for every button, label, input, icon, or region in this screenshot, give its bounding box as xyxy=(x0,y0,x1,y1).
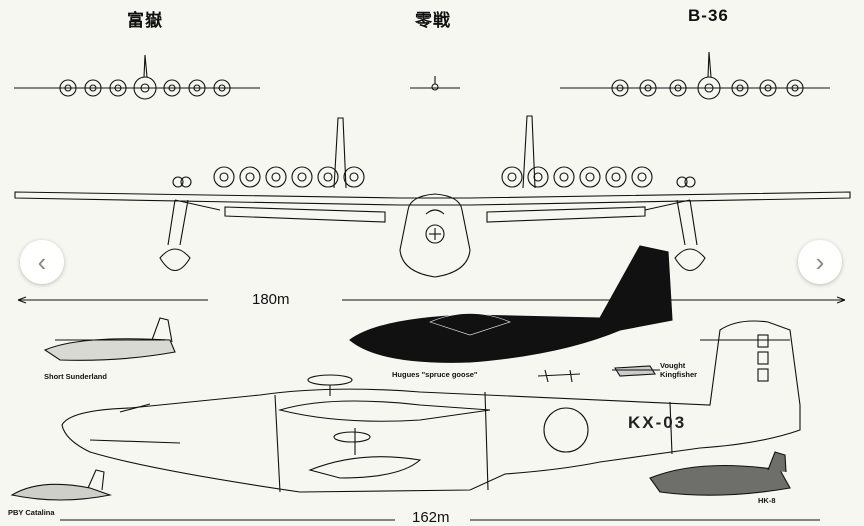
hk8-sketch xyxy=(649,451,791,496)
vought-kingfisher-sketch xyxy=(612,365,660,377)
chevron-right-icon: › xyxy=(815,246,825,277)
next-slide-button[interactable]: › xyxy=(798,240,842,284)
wingspan-label: 180m xyxy=(252,291,290,308)
short-sunderland-sketch xyxy=(43,317,176,361)
spruce-goose-silhouette xyxy=(349,245,673,363)
hull-code-label: KX-03 xyxy=(628,413,687,432)
vought-caption-line2: Kingfisher xyxy=(660,370,698,379)
giant-flying-boat-front-view xyxy=(14,115,851,278)
vought-caption-line1: Vought xyxy=(660,361,686,370)
fugaku-header: 富嶽 xyxy=(127,11,163,30)
hk8-caption: HK-8 xyxy=(758,496,776,505)
b36-front-view xyxy=(560,51,830,100)
zero-header: 零戦 xyxy=(415,11,451,30)
chevron-left-icon: ‹ xyxy=(37,246,47,277)
fugaku-front-view xyxy=(14,54,260,100)
prev-slide-button[interactable]: ‹ xyxy=(20,240,64,284)
zero-front-view xyxy=(410,76,460,91)
pby-catalina-sketch xyxy=(10,469,113,501)
small-float-plane-sketch xyxy=(537,369,581,383)
spruce-goose-caption: Hugues "spruce goose" xyxy=(392,370,478,379)
wingspan-dimension-line xyxy=(17,296,846,304)
length-label: 162m xyxy=(412,509,450,526)
catalina-caption: PBY Catalina xyxy=(8,508,55,517)
hull-side-view xyxy=(61,320,801,493)
b36-header: B-36 xyxy=(688,6,729,25)
sunderland-caption: Short Sunderland xyxy=(44,372,107,381)
